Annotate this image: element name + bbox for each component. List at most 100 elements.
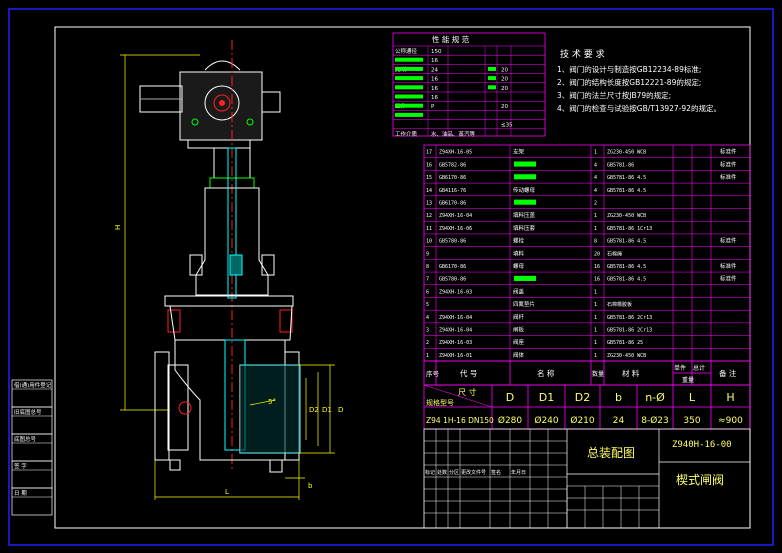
title-block-header: 年月日 bbox=[511, 469, 526, 476]
perf-row-v2: 20 bbox=[501, 67, 508, 73]
bom-material: GB5781-86 4.5 bbox=[607, 277, 646, 283]
drawing-name: 总装配图 bbox=[587, 446, 635, 460]
bom-qty: 1 bbox=[594, 226, 597, 232]
bom-name: 阀杆 bbox=[513, 313, 525, 321]
outer-border bbox=[8, 8, 774, 546]
side-table-label: 签 字 bbox=[14, 462, 27, 470]
side-table-label: 借(通)用件登记 bbox=[14, 381, 52, 389]
bom-no: 4 bbox=[426, 315, 429, 321]
bom-no: 1 bbox=[426, 353, 429, 359]
bom-material: GB5781-86 4.5 bbox=[607, 175, 646, 181]
title-block-header: 更改文件号 bbox=[461, 469, 486, 476]
title-block-header: 处数 bbox=[437, 469, 447, 476]
bom-note: 标准件 bbox=[720, 237, 737, 245]
bom-qty: 4 bbox=[594, 188, 597, 194]
bom-code: Z94XH-16-05 bbox=[439, 150, 472, 156]
bom-qty: 8 bbox=[594, 239, 597, 245]
bom-name: 螺栓 bbox=[513, 237, 525, 245]
dim-value: Ø240 bbox=[534, 415, 559, 426]
dim-header: D1 bbox=[539, 391, 554, 404]
dimension-labels: H L D D1 D2 b 5° bbox=[114, 225, 343, 496]
bom-qty: 16 bbox=[594, 277, 600, 283]
bom-code: Z94XH-16-03 bbox=[439, 289, 472, 295]
bom-no: 8 bbox=[426, 264, 429, 270]
bom-material: 石棉绳 bbox=[607, 250, 622, 257]
bom-no: 15 bbox=[426, 175, 432, 181]
bom-name: 填料 bbox=[513, 249, 525, 257]
bom-material: ZG230-450 WCB bbox=[607, 150, 646, 156]
side-table-label: 底图总号 bbox=[14, 435, 37, 443]
bom-no: 2 bbox=[426, 340, 429, 346]
bom-material: 石棉橡胶板 bbox=[607, 301, 632, 308]
dim-value: 8-Ø23 bbox=[641, 415, 669, 426]
bom-material: GB5781-86 4.5 bbox=[607, 239, 646, 245]
dim-header: L bbox=[689, 391, 696, 404]
bom-material: GB5781-86 4.5 bbox=[607, 188, 646, 194]
bom-material: ZG230-450 WCB bbox=[607, 213, 646, 219]
bom-code: GB4116-76 bbox=[439, 188, 466, 194]
dim-l-label: L bbox=[225, 488, 229, 496]
bom-qty: 1 bbox=[594, 353, 597, 359]
tech-item-2: 2、阀门的结构长度按GB12221-89的规定; bbox=[557, 77, 701, 87]
bom-qty: 1 bbox=[594, 289, 597, 295]
valve-body bbox=[154, 339, 301, 473]
perf-title: 性 能 规 范 bbox=[432, 34, 470, 44]
title-block-header: 签名 bbox=[491, 469, 501, 476]
dim-angle-label: 5° bbox=[268, 398, 276, 406]
dim-value: Ø280 bbox=[498, 415, 523, 426]
bom-qty: 20 bbox=[594, 251, 600, 257]
dim-h-label: H bbox=[114, 225, 122, 230]
bom-note: 标准件 bbox=[720, 160, 737, 168]
bom-qty: 4 bbox=[594, 162, 597, 168]
tech-title: 技 术 要 求 bbox=[560, 48, 605, 60]
dim-d1-label: D1 bbox=[322, 406, 332, 414]
bom-no: 5 bbox=[426, 302, 429, 308]
perf-row-v1: 16 bbox=[431, 77, 438, 83]
bom-qty: 1 bbox=[594, 150, 597, 156]
bom-code: GB5780-86 bbox=[439, 239, 466, 245]
dim-value: Ø210 bbox=[570, 415, 595, 426]
bom-qty: 1 bbox=[594, 340, 597, 346]
bom-material: GB5781-86 2Cr13 bbox=[607, 315, 652, 321]
dimension-lines bbox=[120, 54, 335, 500]
bom-material: GB5781-86 25 bbox=[607, 340, 643, 346]
perf-row-v1: 150 bbox=[431, 49, 442, 55]
bom-no: 16 bbox=[426, 162, 432, 168]
bom-name: 阀座 bbox=[513, 338, 525, 346]
dim-header: D bbox=[506, 391, 514, 404]
bom-name: 填料压盖 bbox=[513, 211, 536, 219]
bom-head-weight: 重量 bbox=[682, 376, 694, 384]
bom-head-single: 单件 bbox=[674, 364, 686, 372]
dim-model: Z94 1H-16 DN150 bbox=[426, 416, 494, 425]
bom-name: 四氟垫片 bbox=[513, 300, 535, 308]
bom-note: 标准件 bbox=[720, 173, 737, 181]
tech-item-4: 4、阀门的检查与试验按GB/T13927-92的规定。 bbox=[557, 103, 721, 113]
bom-no: 3 bbox=[426, 328, 429, 334]
perf-row-v1: 水、油品、蒸汽等 bbox=[431, 130, 476, 138]
bom-qty: 1 bbox=[594, 328, 597, 334]
bom-no: 6 bbox=[426, 289, 429, 295]
bom-code: GB5782-86 bbox=[439, 162, 466, 168]
drawing-code: Z940H-16-00 bbox=[672, 440, 732, 450]
bom-name: 填料压套 bbox=[513, 224, 536, 232]
bom-code: Z94XH-16-01 bbox=[439, 353, 472, 359]
dim-value: 350 bbox=[683, 416, 700, 426]
bom-code: Z94XH-16-04 bbox=[439, 213, 472, 219]
bom-note: 标准件 bbox=[720, 275, 737, 283]
bom-code: Z94XH-16-06 bbox=[439, 226, 472, 232]
dim-value: ≈900 bbox=[718, 416, 743, 426]
dim-b-label: b bbox=[308, 482, 313, 490]
dim-header: H bbox=[726, 391, 734, 404]
bom-name: 阀盖 bbox=[513, 287, 525, 295]
